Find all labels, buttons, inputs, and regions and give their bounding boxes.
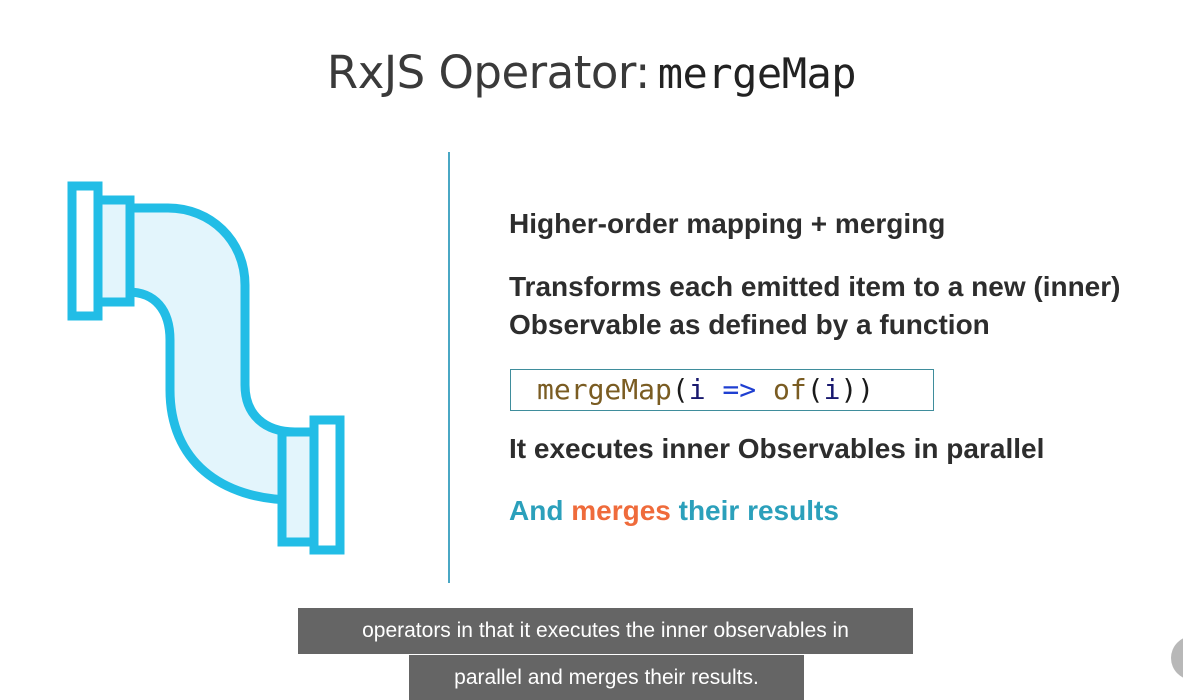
code-example: mergeMap(i => of(i)) xyxy=(510,369,934,411)
caption-line-1: operators in that it executes the inner … xyxy=(298,608,913,654)
code-inner-fn: of xyxy=(773,373,807,406)
bullet-merges-part1: And xyxy=(509,495,572,526)
vertical-divider xyxy=(448,152,450,583)
code-inner-arg: i xyxy=(823,373,841,406)
slide-title-prefix: RxJS Operator: xyxy=(326,46,650,99)
player-control-button[interactable] xyxy=(1171,636,1183,680)
bullet-merges-part2: their results xyxy=(670,495,839,526)
code-param: i xyxy=(688,373,706,406)
code-inner-open: ( xyxy=(806,373,824,406)
pipe-icon xyxy=(67,181,345,555)
code-fn: mergeMap xyxy=(537,373,672,406)
code-open-paren: ( xyxy=(671,373,689,406)
bullet-parallel: It executes inner Observables in paralle… xyxy=(509,433,1045,464)
slide-title: RxJS Operator:mergeMap xyxy=(0,46,1183,99)
slide-title-code: mergeMap xyxy=(657,49,857,98)
bullet-merges: And merges their results xyxy=(509,492,839,530)
bullet-merges-highlight: merges xyxy=(571,495,671,526)
code-arrow: => xyxy=(705,373,774,406)
bullet-transforms: Transforms each emitted item to a new (i… xyxy=(509,271,1121,340)
code-close: )) xyxy=(840,373,875,406)
bullet-higher-order: Higher-order mapping + merging xyxy=(509,208,946,239)
caption-line-2: parallel and merges their results. xyxy=(409,655,804,700)
